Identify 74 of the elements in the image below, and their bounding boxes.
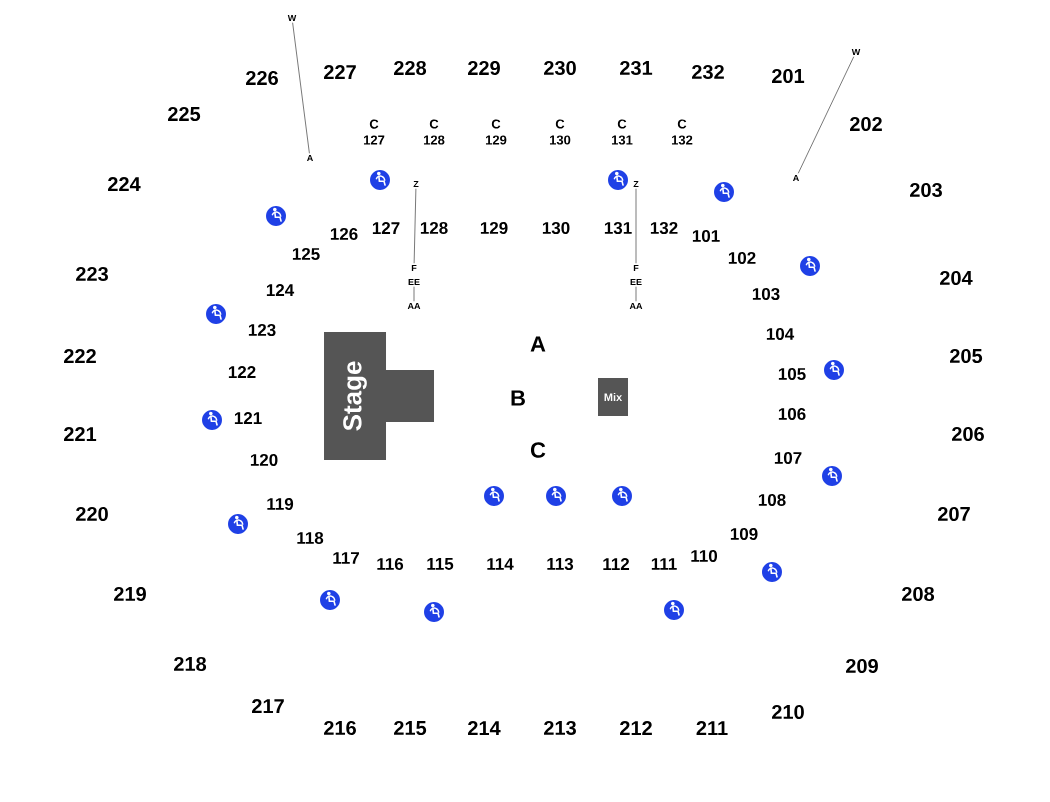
section-number: 209 (846, 658, 878, 674)
section-number: 204 (940, 270, 973, 286)
section-number: 207 (938, 506, 970, 522)
section-number: 225 (168, 106, 201, 122)
section-number: 202 (850, 116, 882, 132)
section-number: 108 (758, 494, 786, 506)
section-number: 217 (252, 699, 284, 713)
section-number: 103 (752, 287, 780, 300)
section-number: 115 (427, 558, 454, 570)
section-number: 131 (604, 221, 632, 234)
section-number: 211 (696, 721, 728, 735)
section-number: 129 (480, 222, 508, 234)
row-range-line (413, 286, 415, 302)
section-number: 128 (420, 222, 448, 234)
section-number: 120 (250, 454, 278, 466)
section-number: 230 (544, 60, 576, 76)
section-number: 205 (950, 348, 983, 364)
section-number: 210 (772, 704, 804, 720)
section-number: 101 (692, 230, 720, 242)
section-number: 219 (114, 586, 146, 602)
section-number: 117 (333, 552, 359, 564)
section-number: 126 (330, 228, 358, 240)
row-range-line (292, 22, 310, 154)
floor-section-letter: A (530, 336, 546, 352)
section-number: 223 (76, 266, 108, 282)
stage-block: Stage (324, 332, 434, 460)
section-number: 122 (228, 366, 256, 378)
section-number: 227 (324, 65, 356, 79)
floor-section-letter: B (511, 390, 525, 406)
section-number: 229 (468, 60, 500, 76)
section-number: 214 (468, 721, 501, 735)
section-number: 228 (394, 60, 427, 76)
section-number: 125 (292, 248, 320, 260)
section-number: 112 (603, 558, 630, 570)
section-number: 102 (728, 252, 756, 264)
section-number: 106 (778, 408, 806, 420)
section-number: 232 (692, 64, 724, 80)
section-number: 111 (651, 558, 677, 570)
section-number: 220 (76, 506, 108, 522)
section-number: 132 (650, 221, 678, 234)
section-number: 218 (174, 656, 207, 672)
section-number: 104 (766, 328, 795, 340)
section-number: 201 (772, 68, 805, 84)
section-number: 109 (730, 528, 758, 540)
section-number: 114 (487, 558, 514, 570)
section-number: 212 (620, 721, 652, 735)
section-number: 208 (902, 586, 935, 602)
section-number: 124 (266, 284, 295, 296)
section-number: 127 (372, 222, 400, 234)
section-number: 222 (64, 349, 96, 363)
section-number: 118 (297, 532, 324, 544)
row-range-line (635, 188, 637, 264)
section-number: 216 (324, 720, 356, 736)
row-range-line (797, 56, 855, 174)
row-range-line (413, 188, 417, 264)
section-number: 116 (377, 558, 404, 570)
section-number: 215 (394, 720, 427, 736)
section-number: 206 (952, 426, 984, 442)
section-number: 123 (248, 323, 276, 336)
section-number: 107 (774, 452, 802, 464)
section-number: 221 (64, 427, 97, 441)
section-number: 213 (544, 720, 576, 736)
section-number: 130 (542, 221, 570, 234)
floor-section-letter: C (530, 442, 546, 458)
section-number: 224 (108, 177, 141, 191)
row-range-line (635, 286, 637, 302)
section-number: 121 (234, 412, 262, 424)
section-number: 119 (267, 498, 294, 510)
section-number: 203 (910, 182, 942, 198)
section-number: 231 (620, 60, 653, 76)
section-number: 113 (547, 557, 574, 570)
section-number: 110 (691, 550, 717, 562)
section-number: 105 (778, 368, 806, 380)
section-number: 226 (246, 70, 278, 86)
